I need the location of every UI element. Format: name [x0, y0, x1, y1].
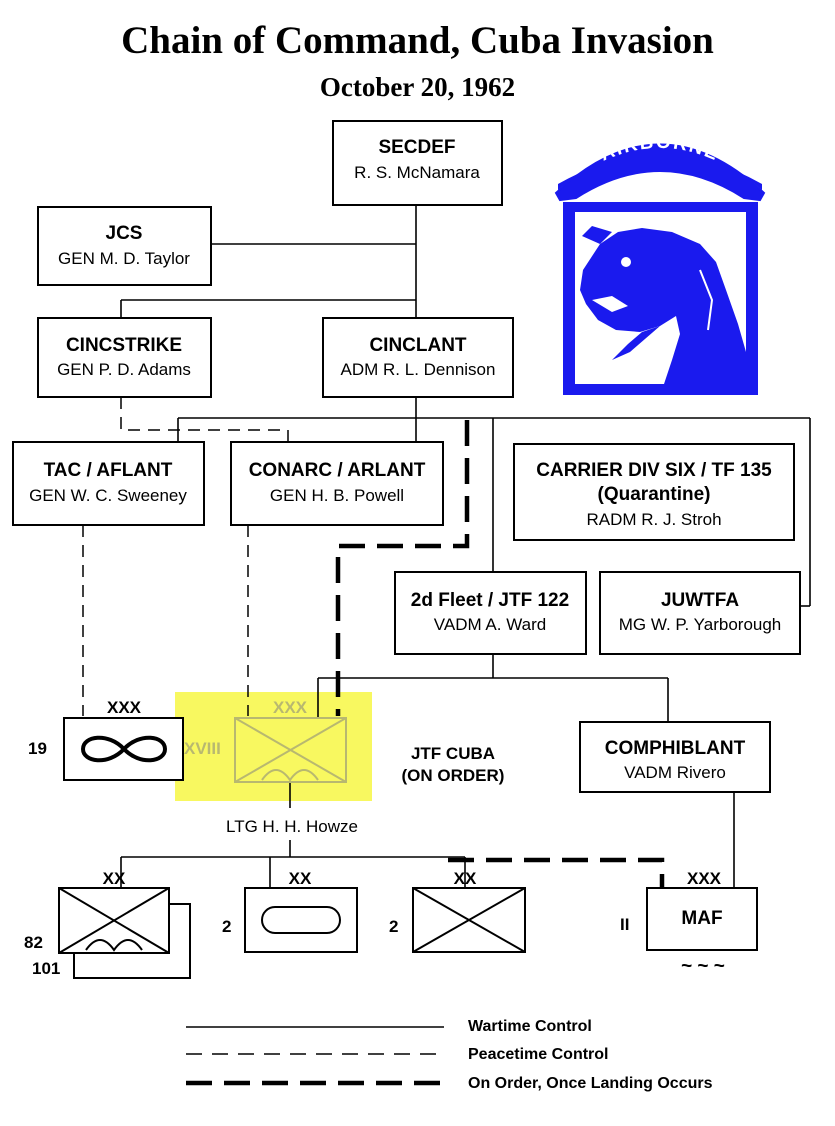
- legend-item-wartime: Wartime Control: [186, 1018, 592, 1035]
- cincstrike-box: CINCSTRIKE GEN P. D. Adams: [37, 317, 212, 398]
- jtf-cuba-line1: JTF CUBA: [411, 744, 495, 763]
- second-fleet-title: 2d Fleet / JTF 122: [411, 590, 569, 611]
- legend: Wartime Control Peacetime Control On Ord…: [186, 1018, 713, 1092]
- armored-division-designation: 2: [222, 917, 231, 936]
- second-fleet-box: 2d Fleet / JTF 122 VADM A. Ward: [394, 571, 587, 655]
- maf-designation: II: [620, 915, 629, 934]
- jcs-box: JCS GEN M. D. Taylor: [37, 206, 212, 286]
- conarc-arlant-title: CONARC / ARLANT: [249, 460, 426, 481]
- cinclant-box: CINCLANT ADM R. L. Dennison: [322, 317, 514, 398]
- cinclant-title: CINCLANT: [369, 335, 466, 356]
- air-force-echelon: XXX: [107, 698, 142, 717]
- legend-label-on-order: On Order, Once Landing Occurs: [468, 1075, 713, 1092]
- juwtfa-commander: MG W. P. Yarborough: [619, 615, 782, 634]
- airborne-division-82: 82: [24, 933, 43, 952]
- diagram-subtitle: October 20, 1962: [319, 72, 516, 102]
- carrier-div-six-box: CARRIER DIV SIX / TF 135 (Quarantine) RA…: [513, 443, 795, 541]
- conarc-arlant-box: CONARC / ARLANT GEN H. B. Powell: [230, 441, 444, 526]
- secdef-commander: R. S. McNamara: [354, 163, 480, 182]
- xviii-corps-echelon: XXX: [273, 698, 308, 717]
- tac-aflant-box: TAC / AFLANT GEN W. C. Sweeney: [12, 441, 205, 526]
- cinclant-commander: ADM R. L. Dennison: [341, 360, 496, 379]
- wartime-control-lines: [120, 205, 811, 888]
- airborne-division-unit: XX 82 101: [24, 869, 191, 979]
- armored-division-echelon: XX: [289, 869, 312, 888]
- on-order-control-lines: [335, 420, 665, 888]
- legend-item-on-order: On Order, Once Landing Occurs: [186, 1075, 713, 1092]
- maf-marsh-symbol: ~ ~ ~: [681, 956, 725, 977]
- air-force-symbol: [80, 735, 168, 763]
- armored-division-symbol: [261, 906, 341, 934]
- infantry-division-designation: 2: [389, 917, 398, 936]
- legend-label-wartime: Wartime Control: [468, 1018, 592, 1035]
- diagram-title: Chain of Command, Cuba Invasion: [121, 19, 714, 62]
- legend-item-peacetime: Peacetime Control: [186, 1046, 608, 1063]
- conarc-arlant-commander: GEN H. B. Powell: [270, 486, 404, 505]
- xviii-corps-airborne-symbol: [261, 769, 319, 782]
- xviii-corps-commander: LTG H. H. Howze: [226, 817, 358, 836]
- air-force-unit: XXX 19: [28, 698, 184, 781]
- air-force-designation: 19: [28, 739, 47, 758]
- secdef-box: SECDEF R. S. McNamara: [332, 120, 503, 206]
- jcs-commander: GEN M. D. Taylor: [58, 249, 190, 268]
- armored-division-unit: XX 2: [222, 869, 358, 953]
- secdef-title: SECDEF: [378, 137, 455, 158]
- comphiblant-box: COMPHIBLANT VADM Rivero: [579, 721, 771, 793]
- second-fleet-commander: VADM A. Ward: [434, 615, 546, 634]
- maf-unit: XXX MAF II ~ ~ ~: [620, 869, 758, 977]
- legend-label-peacetime: Peacetime Control: [468, 1046, 608, 1063]
- comphiblant-title: COMPHIBLANT: [605, 738, 746, 759]
- maf-label: MAF: [681, 908, 722, 929]
- carrier-div-six-title: CARRIER DIV SIX / TF 135: [536, 460, 772, 481]
- tac-aflant-title: TAC / AFLANT: [44, 460, 173, 481]
- jcs-title: JCS: [106, 223, 143, 244]
- jtf-cuba-label: JTF CUBA (ON ORDER): [402, 744, 505, 785]
- juwtfa-title: JUWTFA: [661, 590, 739, 611]
- airborne-patch: AIRBORNE: [554, 132, 766, 395]
- xviii-corps-unit: XXX XVIII LTG H. H. Howze: [184, 698, 358, 836]
- tac-aflant-commander: GEN W. C. Sweeney: [29, 486, 187, 505]
- maf-echelon: XXX: [687, 869, 722, 888]
- xviii-corps-designation: XVIII: [184, 739, 221, 758]
- peacetime-control-lines: [82, 397, 289, 716]
- juwtfa-box: JUWTFA MG W. P. Yarborough: [599, 571, 801, 655]
- infantry-division-echelon: XX: [454, 869, 477, 888]
- jtf-cuba-line2: (ON ORDER): [402, 766, 505, 785]
- carrier-div-six-subtitle: (Quarantine): [598, 484, 711, 505]
- carrier-div-six-commander: RADM R. J. Stroh: [586, 510, 721, 529]
- comphiblant-commander: VADM Rivero: [624, 763, 726, 782]
- airborne-division-symbol: [85, 939, 143, 952]
- airborne-division-echelon: XX: [103, 869, 126, 888]
- dragon-icon: [580, 228, 746, 384]
- cincstrike-title: CINCSTRIKE: [66, 335, 182, 356]
- airborne-division-101: 101: [32, 959, 60, 978]
- infantry-division-unit: XX 2: [389, 869, 526, 953]
- cincstrike-commander: GEN P. D. Adams: [57, 360, 191, 379]
